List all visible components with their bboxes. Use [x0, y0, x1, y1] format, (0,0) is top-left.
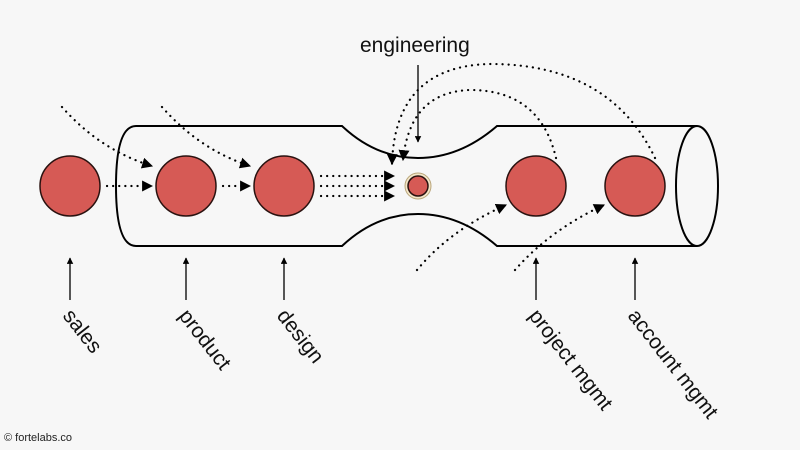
flow-am-back-to-eng: [386, 62, 657, 166]
flow-in-design-from-outside: [160, 105, 252, 169]
node-project-mgmt: [505, 155, 567, 217]
label-account-mgmt: account mgmt: [623, 305, 722, 423]
label-project-mgmt: project mgmt: [524, 305, 617, 415]
node-account-mgmt: [604, 155, 666, 217]
label-design: design: [272, 305, 328, 368]
node-sales: [39, 155, 101, 217]
flow-in-pm-from-outside: [415, 203, 508, 272]
flow-in-product-from-outside: [60, 105, 154, 169]
label-product: product: [174, 305, 235, 374]
copyright-credit: © fortelabs.co: [4, 432, 73, 444]
label-sales: sales: [58, 305, 106, 358]
flow-pm-back-to-eng: [398, 88, 558, 162]
node-design: [253, 155, 315, 217]
node-engineering: [407, 175, 429, 197]
node-product: [155, 155, 217, 217]
pipe-open-end: [675, 125, 719, 247]
pipe-outline: [114, 125, 697, 247]
label-engineering: engineering: [360, 34, 470, 57]
flow-in-am-from-outside: [513, 203, 606, 272]
